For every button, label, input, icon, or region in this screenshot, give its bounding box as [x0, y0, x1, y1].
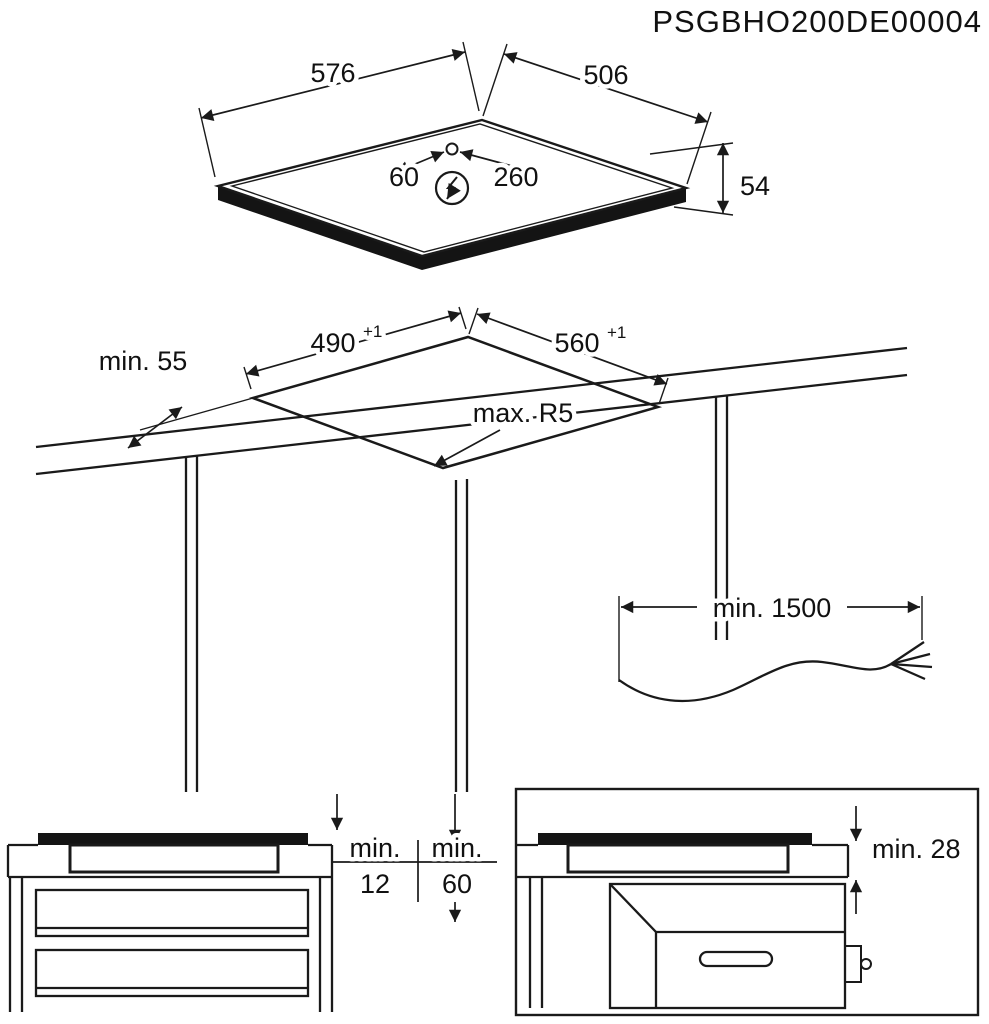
oven-top-bevel-line [609, 883, 657, 933]
cutout-depth-dimension-line [245, 310, 462, 377]
cutout-depth-label: 490 [310, 328, 355, 358]
oven-side-bracket [844, 945, 862, 983]
oven-clearance-label: min. 28 [872, 834, 961, 864]
min-edge-distance-label: min. 55 [99, 346, 188, 376]
drawer-clearance-view: min. 12 min. 60 [6, 794, 497, 1012]
hob-glass-profile [38, 833, 308, 845]
cable-wire-strand [890, 662, 933, 669]
cutout-depth-extension-tick [243, 366, 252, 390]
cable-offset-right-dimension-line [459, 149, 539, 176]
depth-dimension-line [503, 52, 709, 124]
oven-clearance-view: min. 28 [514, 787, 980, 1017]
drawer-front [34, 888, 310, 938]
drawer-front [34, 948, 310, 998]
cable-curve [618, 660, 892, 703]
max-corner-radius-leader-line [433, 429, 501, 467]
height-extension-line-bottom [673, 206, 734, 216]
gap-b-min-label: min. [431, 833, 482, 863]
width-dimension-label: 576 [310, 58, 355, 88]
worktop-cutout-view: min. 55 490 +1 560 +1 max. R5 [35, 306, 908, 792]
hob-glass-bezel-line [229, 123, 675, 253]
cutout-width-label: 560 [554, 328, 599, 358]
cable-wire-strand [890, 641, 925, 665]
lightning-bolt-icon [445, 176, 461, 200]
worktop-front-edge-bottom-line [35, 373, 908, 476]
oven-handle [698, 950, 774, 968]
gap-a-min-label: min. [349, 833, 400, 863]
hob-perspective-view: 576 506 54 60 260 [198, 41, 775, 270]
cutout-width-extension-tick [468, 307, 479, 335]
cutout-width-tolerance-label: +1 [607, 323, 626, 342]
oven-body [608, 882, 847, 1010]
cable-length-label: min. 1500 [713, 593, 832, 623]
cable-offset-left-label: 60 [389, 162, 419, 192]
cable-wire-strand [890, 662, 926, 681]
hob-side-band [218, 186, 686, 270]
width-dimension-line [200, 49, 466, 121]
cable-stripped-end-icon [890, 641, 933, 681]
hob-casing-profile [68, 843, 280, 874]
cable-wire-strand [890, 652, 931, 666]
hob-glass-profile [538, 833, 812, 845]
cable-offset-left-dimension-line [395, 151, 445, 173]
model-code-title: PSGBHO200DE00004 [652, 4, 982, 39]
cutout-depth-extension-tick [458, 306, 467, 330]
power-cable-view: min. 1500 [618, 589, 933, 703]
height-extension-line-top [649, 142, 734, 155]
gap-a-value-label: 12 [360, 869, 390, 899]
cutout-depth-tolerance-label: +1 [363, 322, 382, 341]
height-dimension-label: 54 [740, 171, 770, 201]
cable-entry-point-icon [445, 142, 459, 156]
max-corner-radius-label: max. R5 [473, 398, 574, 428]
gap-b-value-label: 60 [442, 869, 472, 899]
cabinet-legs [184, 396, 729, 792]
oven-side-knob-icon [860, 958, 872, 970]
oven-view-frame [514, 787, 980, 1017]
cable-offset-right-label: 260 [493, 162, 538, 192]
width-extension-line-right [462, 41, 480, 112]
cutout-width-dimension-line [476, 312, 668, 386]
min-edge-distance-dimension-line [127, 406, 183, 449]
hob-casing-profile [566, 843, 790, 874]
depth-dimension-label: 506 [583, 60, 628, 90]
depth-extension-line-left [482, 43, 508, 117]
